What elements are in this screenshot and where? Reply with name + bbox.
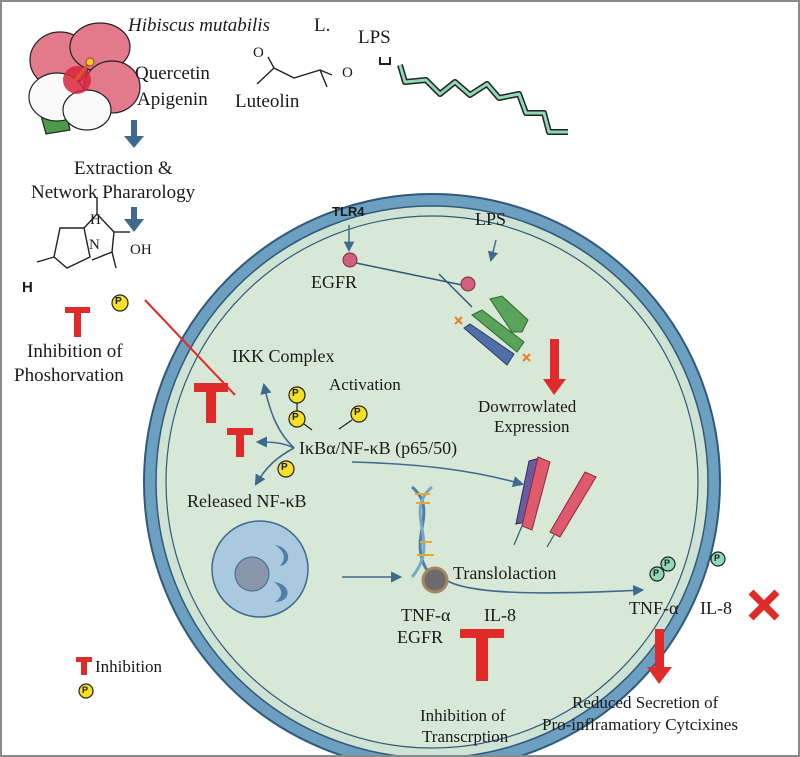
molecule-h-left: H <box>22 279 33 296</box>
tlr4-label: TLR4 <box>332 204 365 219</box>
hibiscus-flower-icon <box>28 22 141 135</box>
luteolin-oxygen-2: O <box>342 65 353 81</box>
phospho-label: P <box>714 553 721 563</box>
compound-quercetin: Quercetin <box>135 63 210 84</box>
molecule-n: N <box>89 237 100 253</box>
ikk-complex-label: IKK Complex <box>232 346 335 366</box>
cell <box>143 193 721 755</box>
extraction-label-line2: Network Phararology <box>31 182 196 203</box>
phospho-label: P <box>292 412 299 423</box>
extraction-arrow-icon <box>124 120 144 148</box>
lps-lipid-chain <box>397 64 568 135</box>
downregulated-label-line1: Dowrrowlated <box>478 397 577 416</box>
downregulated-label-line2: Expression <box>494 417 570 436</box>
nucleus-icon <box>211 520 309 618</box>
protein-complex-icon <box>454 295 531 366</box>
secretion-arrow-icon <box>647 629 672 684</box>
egfr-membrane-label: EGFR <box>311 272 358 292</box>
activation-label: Activation <box>329 375 401 394</box>
phospho-label: P <box>82 685 89 695</box>
synthesis-arrow-icon <box>124 207 144 232</box>
signal-protein-icon <box>460 276 476 292</box>
egfr-receptor-icon <box>342 252 358 268</box>
plant-name-suffix: L. <box>314 15 331 36</box>
cytoplasm <box>165 215 699 749</box>
extraction-label-line1: Extraction & <box>74 158 173 179</box>
plant-name: Hibiscus mutabilis <box>128 15 270 36</box>
luteolin-structure <box>256 56 333 88</box>
il8-inside: IL-8 <box>484 605 516 625</box>
tnf-alpha-inside: TNF-α <box>401 605 451 625</box>
inhibition-phosphorylation-line2: Phoshorvation <box>14 365 124 386</box>
tnf-alpha-secreted: TNF-α <box>629 598 679 618</box>
inhibit-t-icon-large <box>194 383 228 423</box>
legend-t-icon <box>76 657 92 675</box>
phospho-label: P <box>653 568 660 578</box>
phospho-group-icons <box>78 294 368 699</box>
inhibition-transcription-line2: Transcrption <box>422 727 509 746</box>
reduced-secretion-line1: Reduced Secretion of <box>572 693 719 712</box>
phospho-label: P <box>281 462 288 473</box>
reduced-secretion-line2: Pro-inflramatiory Cytcixines <box>542 715 738 734</box>
molecule-h: H <box>90 212 101 228</box>
dna-helix-icon <box>410 485 449 594</box>
inhibition-phosphorylation-line1: Inhibition of <box>27 341 123 362</box>
egfr-inside: EGFR <box>397 627 444 647</box>
compound-structure <box>36 197 130 269</box>
blocked-x-icon <box>748 589 780 621</box>
phospho-label: P <box>664 558 671 568</box>
compound-luteolin: Luteolin <box>235 91 300 112</box>
phospho-label: P <box>354 407 361 418</box>
pathway-arrows <box>254 382 645 597</box>
ikb-nfkb-label: IκBα/NF-κB (p65/50) <box>299 438 458 458</box>
downregulation-arrow-icon <box>543 339 566 395</box>
molecule-oh: OH <box>130 242 152 258</box>
luteolin-oxygen-1: O <box>253 45 264 61</box>
inhibit-transcription-t-icon <box>460 629 504 681</box>
secreted-phospho-icons <box>649 551 726 582</box>
inhibit-t-icon-small <box>227 428 253 457</box>
compound-apigenin: Apigenin <box>137 89 208 110</box>
phospho-label: P <box>292 388 299 399</box>
lps-label-top: LPS <box>358 27 391 48</box>
phospho-label: P <box>115 296 122 307</box>
released-nfkb-label: Released NF-κB <box>187 491 307 511</box>
lps-membrane-label: LPS <box>475 209 507 229</box>
nfkb-dimer-icon <box>513 456 597 548</box>
translocation-label: Translolaction <box>453 563 557 583</box>
legend-inhibition-label: Inhibition <box>95 657 163 676</box>
il8-secreted: IL-8 <box>700 598 732 618</box>
inhibition-line <box>144 299 236 396</box>
inhibition-transcription-line1: Inhibition of <box>420 706 506 725</box>
inhibit-t-icon <box>65 307 90 337</box>
